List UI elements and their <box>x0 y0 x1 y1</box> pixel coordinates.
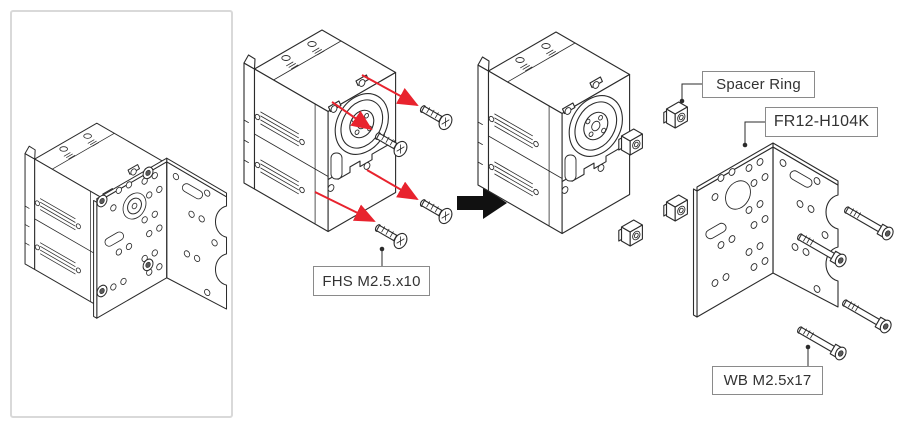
bracket-art <box>692 142 839 318</box>
fhs-screw-label: FHS M2.5.x10 <box>313 266 430 296</box>
spacer-ring-label: Spacer Ring <box>702 71 815 98</box>
bracket-label: FR12-H104K <box>765 107 878 137</box>
callout-leaders <box>679 83 811 366</box>
insertion-arrows <box>314 74 419 222</box>
servo-screw-step-art <box>243 29 456 266</box>
finished-assembly-art <box>24 122 228 319</box>
wb-bolt-label: WB M2.5x17 <box>712 366 823 395</box>
